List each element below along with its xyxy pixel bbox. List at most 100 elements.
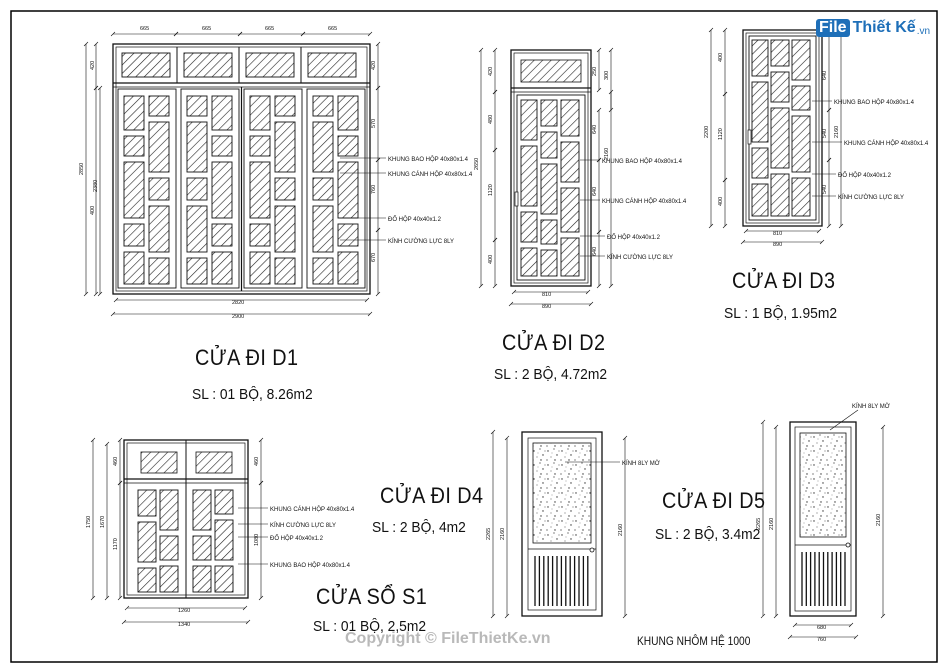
- glass-pane: [121, 52, 171, 78]
- glass-pane: [751, 147, 769, 179]
- door-d2-elevation: [510, 49, 592, 287]
- glass-pane: [159, 565, 179, 593]
- d3-quantity: SL : 1 BỘ, 1.95m2: [724, 305, 838, 322]
- glass-pane: [751, 81, 769, 143]
- d1-dim-h-mid: 400: [90, 206, 96, 215]
- glass-pane: [540, 131, 558, 159]
- d2-label-do-hop: ĐỐ HỘP 40x40x1.2: [607, 234, 661, 241]
- logo-file-badge: File: [816, 19, 850, 37]
- glass-pane: [520, 145, 538, 207]
- glass-pane: [186, 177, 208, 201]
- glass-pane: [249, 161, 271, 219]
- glass-pane: [148, 257, 170, 285]
- glass-pane: [274, 121, 296, 173]
- glass-pane: [192, 565, 212, 593]
- glass-pane: [274, 257, 296, 285]
- glass-pane: [214, 519, 234, 561]
- glass-pane: [186, 205, 208, 253]
- copyright-watermark: Copyright © FileThietKe.vn: [345, 630, 551, 647]
- door-d1-elevation: [112, 43, 371, 295]
- glass-pane: [560, 141, 580, 183]
- glass-pane: [159, 489, 179, 531]
- d2-dim-h-seg: 480: [488, 115, 494, 124]
- s1-dim-width-inner: 1260: [178, 608, 190, 614]
- glass-pane: [211, 251, 233, 285]
- d5-dim-width-outer: 760: [817, 637, 826, 643]
- s1-quantity: SL : 01 BỘ, 2,5m2: [313, 618, 427, 635]
- d2-dim-h-total: 2650: [474, 158, 480, 170]
- glass-pane: [770, 39, 790, 67]
- glass-pane: [245, 52, 295, 78]
- d5-dim-h-right: 2160: [876, 514, 882, 526]
- d5-title: CỬA ĐI D5: [662, 488, 766, 513]
- glass-pane: [183, 52, 233, 78]
- glass-pane: [540, 249, 558, 277]
- d1-dim-h-seg3: 670: [371, 253, 377, 262]
- s1-label-khung-bao: KHUNG BAO HỘP 40x80x1.4: [270, 562, 351, 569]
- glass-pane: [249, 223, 271, 247]
- s1-dim-h-mid: 1170: [113, 538, 119, 550]
- glass-pane: [274, 95, 296, 117]
- door-d3-elevation: [742, 29, 823, 227]
- glass-pane: [337, 135, 359, 157]
- d2-dim-h-top: 420: [488, 67, 494, 76]
- glass-pane: [312, 95, 334, 117]
- d3-dim-h-total: 2200: [704, 126, 710, 138]
- d2-dim-r5: 640: [592, 187, 598, 196]
- glass-pane: [249, 95, 271, 131]
- glass-pane: [337, 95, 359, 131]
- glass-pane: [337, 251, 359, 285]
- d1-dim-h-panel: 2380: [93, 180, 99, 192]
- door-d4-elevation: [521, 431, 603, 617]
- logo-name: Thiết Kế: [852, 19, 916, 36]
- glass-pane: [540, 99, 558, 127]
- d1-dim-top-3: 665: [265, 26, 274, 32]
- glass-pane: [123, 161, 145, 219]
- glass-pane: [148, 95, 170, 117]
- glass-pane: [123, 251, 145, 285]
- d2-dim-r6: 640: [592, 247, 598, 256]
- glass-pane: [137, 489, 157, 517]
- d1-label-do-hop: ĐỐ HỘP 40x40x1.2: [388, 216, 442, 223]
- aluminium-system-note: KHUNG NHÔM HỆ 1000: [637, 634, 751, 648]
- glass-pane: [560, 99, 580, 137]
- glass-pane: [249, 251, 271, 285]
- d1-dim-width-outer: 2900: [232, 314, 244, 320]
- d1-quantity: SL : 01 BỘ, 8.26m2: [192, 386, 313, 403]
- glass-pane: [337, 161, 359, 219]
- glass-pane: [211, 161, 233, 219]
- d2-title: CỬA ĐI D2: [502, 330, 606, 355]
- s1-dim-h-total: 1750: [86, 516, 92, 528]
- s1-title: CỬA SỔ S1: [316, 584, 428, 609]
- d3-dim-width-inner: 810: [773, 231, 782, 237]
- glass-pane: [770, 173, 790, 217]
- d2-dim-r3: 640: [592, 125, 598, 134]
- d3-label-khung-canh: KHUNG CÁNH HỘP 40x80x1.4: [844, 140, 929, 147]
- glass-pane: [214, 489, 234, 515]
- d4-dim-h-total: 2265: [486, 528, 492, 540]
- s1-label-do-hop: ĐỐ HỘP 40x40x1.2: [270, 535, 324, 542]
- glass-pane: [791, 39, 811, 81]
- glass-pane: [337, 223, 359, 247]
- glass-pane: [791, 115, 811, 173]
- glass-pane: [791, 85, 811, 111]
- d1-dim-top-1: 665: [140, 26, 149, 32]
- glass-pane: [249, 135, 271, 157]
- glass-pane: [159, 535, 179, 561]
- glass-pane: [770, 107, 790, 169]
- glass-pane: [312, 205, 334, 253]
- d2-label-kinh: KÍNH CƯỜNG LỰC 8LY: [607, 254, 673, 261]
- d5-quantity: SL : 2 BỘ, 3.4m2: [655, 526, 761, 543]
- glass-pane: [186, 121, 208, 173]
- d1-title: CỬA ĐI D1: [195, 345, 299, 370]
- d1-dim-h-total: 2850: [79, 163, 85, 175]
- d3-dim-width-outer: 890: [773, 242, 782, 248]
- window-s1-elevation: [123, 439, 249, 599]
- d1-dim-top-4: 665: [328, 26, 337, 32]
- d2-dim-r2: 300: [604, 71, 610, 80]
- d1-dim-h-seg2: 760: [371, 185, 377, 194]
- glass-pane: [186, 95, 208, 117]
- glass-pane: [211, 223, 233, 247]
- d2-dim-h-bot: 400: [488, 255, 494, 264]
